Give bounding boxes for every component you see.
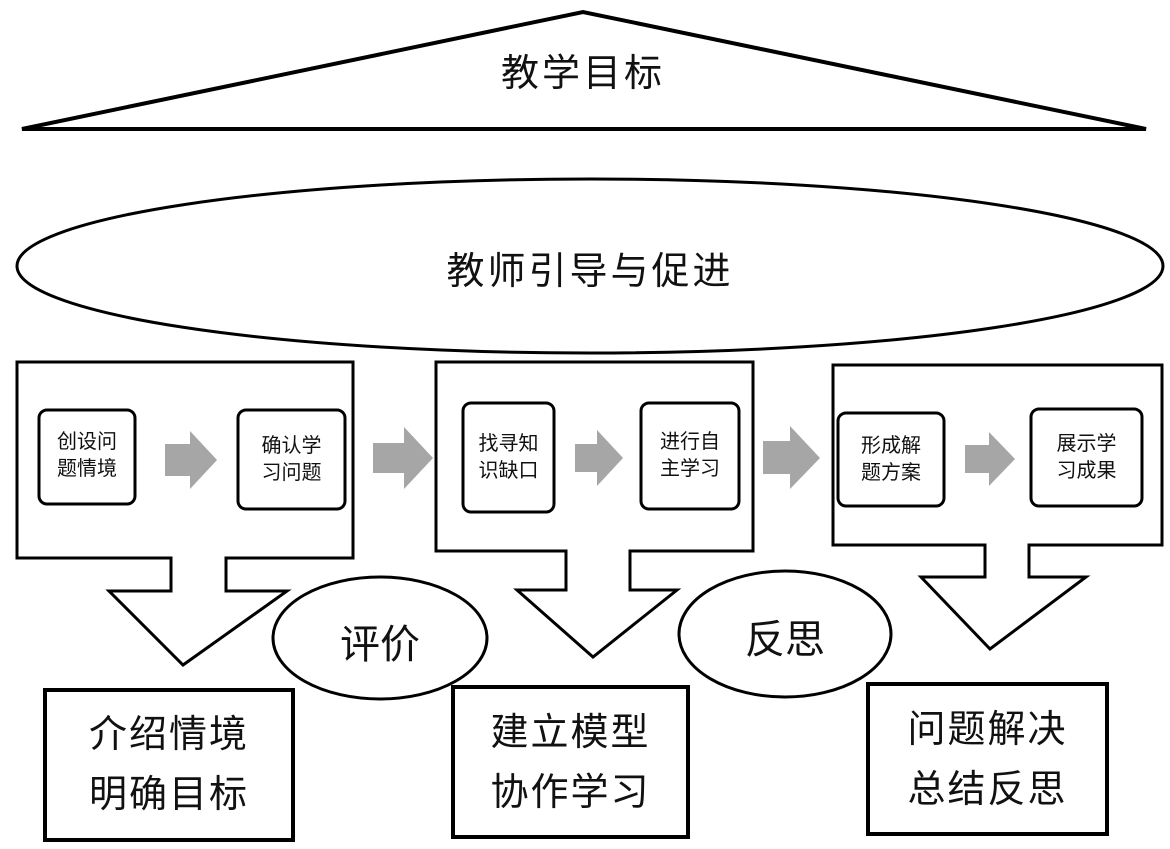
- goal-triangle: [21, 9, 1147, 131]
- outcome-box: [866, 682, 1109, 836]
- outcome-line: 建立模型: [490, 710, 651, 754]
- step-box: [37, 408, 137, 506]
- step-label: 确认学习问题: [261, 433, 322, 484]
- teacher-role-label: 教师引导与促进: [446, 249, 734, 293]
- outcome-line: 介绍情境: [88, 712, 249, 756]
- flow-arrow: [373, 427, 433, 489]
- step-label: 展示学习成果: [1056, 431, 1117, 482]
- outcome-line: 明确目标: [88, 772, 249, 816]
- flow-arrow: [575, 430, 623, 486]
- step-box: [461, 401, 556, 514]
- step-label: 进行自主学习: [660, 429, 720, 480]
- step-box: [639, 401, 741, 511]
- step-box: [836, 411, 946, 508]
- outcome-line: 问题解决: [907, 707, 1068, 751]
- outcome-line: 总结反思: [907, 767, 1068, 811]
- reflect-label: 反思: [745, 617, 825, 663]
- outcome-text: 介绍情境 明确目标: [45, 704, 293, 824]
- outcome-text: 问题解决 总结反思: [868, 699, 1107, 819]
- outcome-line: 协作学习: [490, 770, 651, 814]
- teacher-ellipse: [15, 177, 1165, 355]
- outcome-text: 建立模型 协作学习: [453, 702, 688, 822]
- evaluate-label: 评价: [340, 622, 420, 668]
- step-label: 创设问题情境: [57, 429, 117, 480]
- step-box: [236, 408, 347, 511]
- reflect-ellipse: [677, 569, 893, 699]
- step-box: [1029, 407, 1144, 508]
- evaluate-ellipse: [271, 575, 489, 701]
- outcome-box: [451, 685, 690, 839]
- step-label: 找寻知识缺口: [478, 431, 539, 482]
- goal-title: 教学目标: [500, 51, 665, 95]
- flow-arrow: [165, 431, 217, 489]
- flow-arrow: [965, 432, 1015, 486]
- outcome-box: [43, 688, 295, 842]
- step-label: 形成解题方案: [861, 433, 921, 484]
- flow-arrow: [763, 426, 820, 489]
